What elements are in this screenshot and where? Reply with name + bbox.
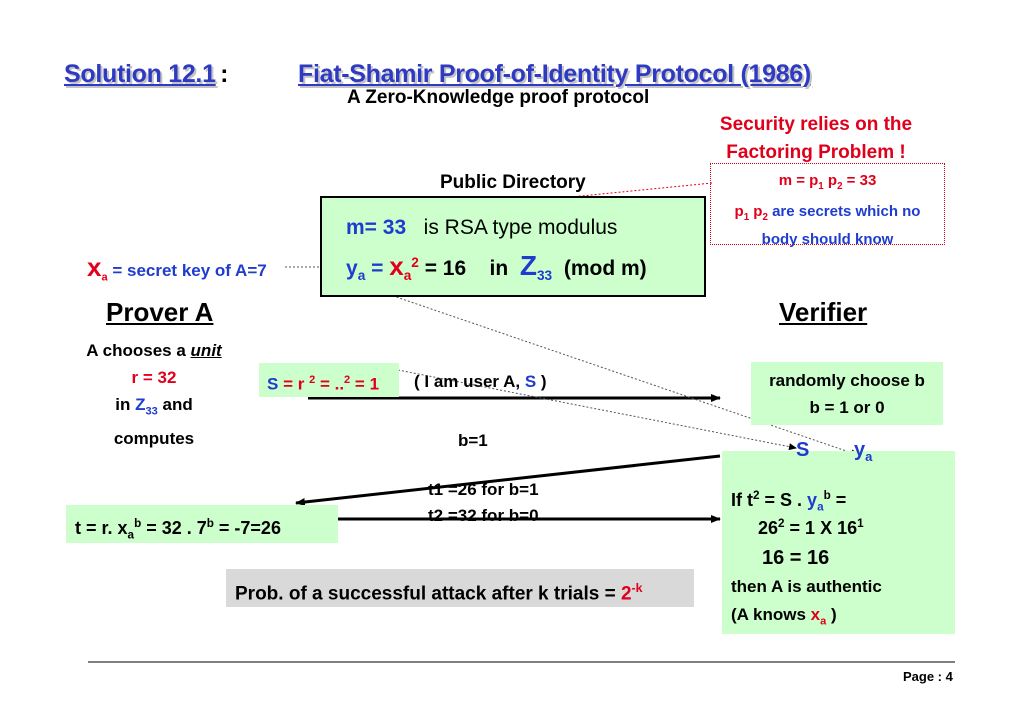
probability-box: Prob. of a successful attack after k tri… <box>226 569 694 607</box>
prover-heading: Prover A <box>106 297 214 327</box>
response-values: t1 =26 for b=1 t2 =32 for b=0 <box>428 477 539 529</box>
response-box: t = r. xab = 32 . 7b = -7=26 <box>66 505 338 543</box>
page-subtitle: A Zero-Knowledge proof protocol <box>347 87 650 108</box>
verification-line3: 16 = 16 <box>762 547 830 569</box>
header-colon: : <box>220 60 229 88</box>
ya-dotted-arrow <box>369 287 859 457</box>
security-note-line1: Security relies on the <box>719 114 913 135</box>
verification-line2: 262 = 1 X 161 <box>758 517 864 538</box>
verification-line1: If t2 = S . yab = <box>731 489 847 514</box>
secret-modulus-line: m = p1 p2 = 33 <box>778 172 877 192</box>
verification-line5: (A knows xa ) <box>731 605 837 628</box>
verifier-choose-line1: randomly choose b <box>769 371 925 390</box>
security-note-line2: Factoring Problem ! <box>726 142 906 163</box>
prover-line4: computes <box>113 429 195 449</box>
commit-message: ( I am user A, S ) <box>414 372 547 391</box>
challenge-label: b=1 <box>458 431 488 450</box>
t1-value: t1 =26 for b=1 <box>428 480 539 499</box>
public-directory-label: Public Directory <box>440 172 586 193</box>
verifier-choose-box: randomly choose b b = 1 or 0 <box>751 362 943 425</box>
verifier-heading: Verifier <box>779 297 868 327</box>
solution-label: Solution 12.1 <box>64 60 216 88</box>
secret-key-label: xa = secret key of A=7 <box>87 252 267 284</box>
prover-description: A chooses a unit r = 32 in Z33 and compu… <box>66 337 242 452</box>
secret-factors-box: m = p1 p2 = 33 p1 p2 are secrets which n… <box>710 163 945 248</box>
verification-ya-label: ya <box>854 439 873 464</box>
page-number: Page : 4 <box>903 669 953 684</box>
page-title: Fiat-Shamir Proof-of-Identity Protocol (… <box>298 60 811 88</box>
verification-box: S ya If t2 = S . yab = 262 = 1 X 161 16 … <box>722 439 955 634</box>
security-note: Security relies on the Factoring Problem… <box>700 111 932 167</box>
public-directory-box: m= 33 is RSA type modulus ya = xa2 = 16 … <box>320 196 706 297</box>
prover-r-value: r = 32 <box>131 368 177 387</box>
modulus-line: m= 33 is RSA type modulus <box>346 216 618 239</box>
prover-line1: A chooses a unit <box>86 341 222 360</box>
verification-line4: then A is authentic <box>731 577 882 596</box>
challenge-arrow <box>295 454 721 506</box>
prover-line3: in Z33 and <box>115 395 193 418</box>
s-dotted-arrow <box>397 369 797 451</box>
secret-note-line: p1 p2 are secrets which no <box>734 203 921 223</box>
verification-s-label: S <box>796 439 810 461</box>
header: Solution 12.1 : <box>64 60 228 89</box>
t2-value: t2 =32 for b=0 <box>428 506 539 525</box>
verifier-choose-line2: b = 1 or 0 <box>809 398 885 417</box>
secret-note-line2: body should know <box>761 231 894 248</box>
public-key-line: ya = xa2 = 16 in Z33 (mod m) <box>346 250 647 284</box>
commitment-box: S = r 2 = ..2 = 1 <box>259 363 399 397</box>
